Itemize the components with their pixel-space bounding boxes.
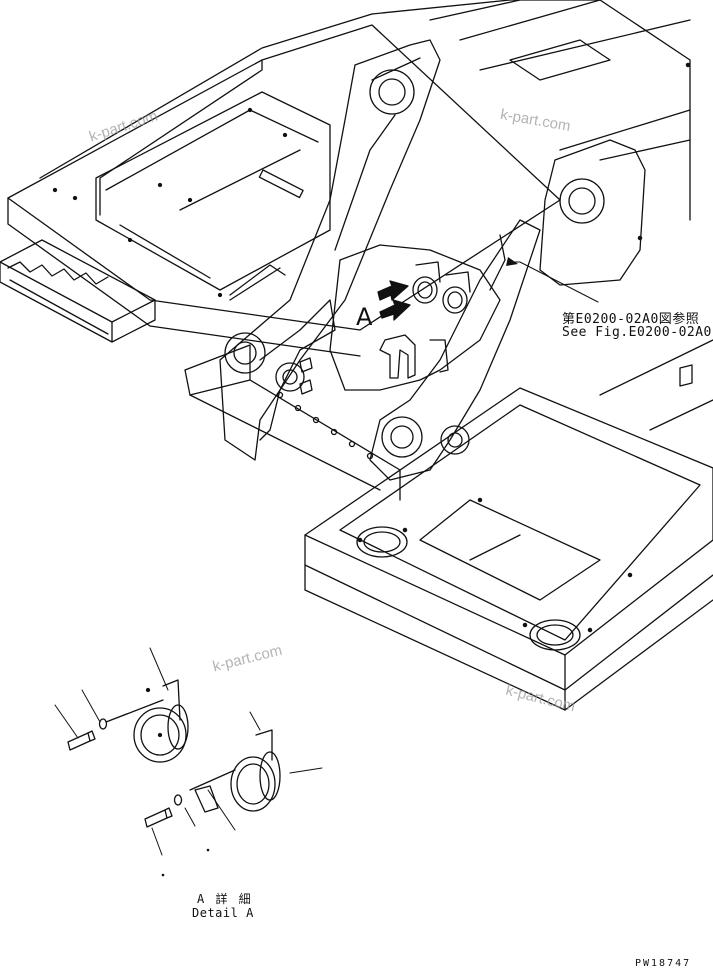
boom-bracket-left [219, 39, 441, 461]
lower-rail [184, 344, 401, 501]
detail-label-en: Detail A [192, 906, 254, 920]
right-box [304, 339, 713, 711]
left-deck [7, 13, 561, 357]
center-plate [329, 234, 506, 391]
drawing-number: PW18747 [635, 958, 692, 969]
reference-label-jp: 第E0200-02A0図参照 [562, 312, 700, 327]
detail-label-jp: A 詳 細 [197, 892, 253, 906]
view-marker-label: A [356, 303, 373, 331]
callout-leaders [54, 647, 323, 877]
step [0, 239, 156, 343]
reference-label-en: See Fig.E0200-02A0 [562, 325, 712, 340]
horn-lower-assembly [144, 729, 281, 828]
horn-upper-assembly [67, 679, 189, 763]
upper-frame [371, 0, 691, 221]
boom-bracket-right [369, 139, 646, 481]
